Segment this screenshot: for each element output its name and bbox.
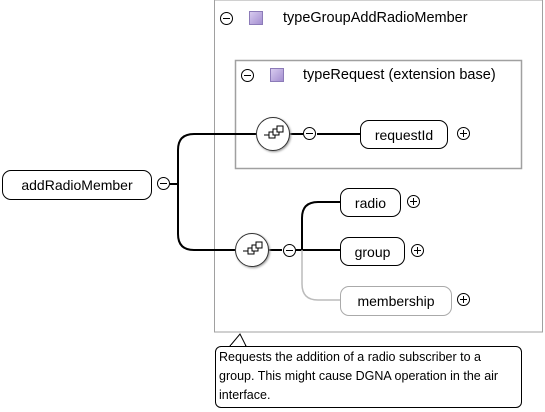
sequence-icon: [243, 241, 263, 255]
extension-type-icon: [270, 68, 284, 82]
element-box-group[interactable]: group: [340, 237, 405, 266]
element-label: group: [354, 243, 391, 260]
element-label: radio: [354, 194, 387, 211]
complex-type-icon: [249, 11, 263, 25]
sequence-compositor-icon[interactable]: [235, 233, 269, 267]
extension-frame: [234, 59, 523, 170]
collapse-icon[interactable]: [220, 12, 233, 25]
collapse-icon[interactable]: [303, 127, 316, 140]
extension-label: typeRequest (extension base): [303, 67, 496, 83]
expand-icon[interactable]: [411, 244, 424, 257]
collapse-icon[interactable]: [241, 69, 254, 82]
annotation-note: Requests the addition of a radio subscri…: [215, 346, 522, 408]
sequence-icon: [264, 125, 284, 139]
collapse-icon[interactable]: [283, 244, 296, 257]
element-box-requestid[interactable]: requestId: [360, 120, 448, 149]
sequence-compositor-icon[interactable]: [256, 117, 290, 151]
expand-icon[interactable]: [457, 293, 470, 306]
collapse-icon[interactable]: [157, 177, 170, 190]
expand-icon[interactable]: [407, 195, 420, 208]
element-label: membership: [357, 293, 435, 309]
element-box-membership[interactable]: membership: [340, 286, 452, 316]
expand-icon[interactable]: [457, 127, 470, 140]
complex-type-label: typeGroupAddRadioMember: [283, 10, 468, 26]
element-label: requestId: [374, 126, 434, 143]
root-element-label: addRadioMember: [21, 177, 133, 193]
complex-type-frame: [214, 0, 543, 333]
element-box-radio[interactable]: radio: [340, 188, 401, 217]
root-element-box[interactable]: addRadioMember: [2, 170, 152, 200]
